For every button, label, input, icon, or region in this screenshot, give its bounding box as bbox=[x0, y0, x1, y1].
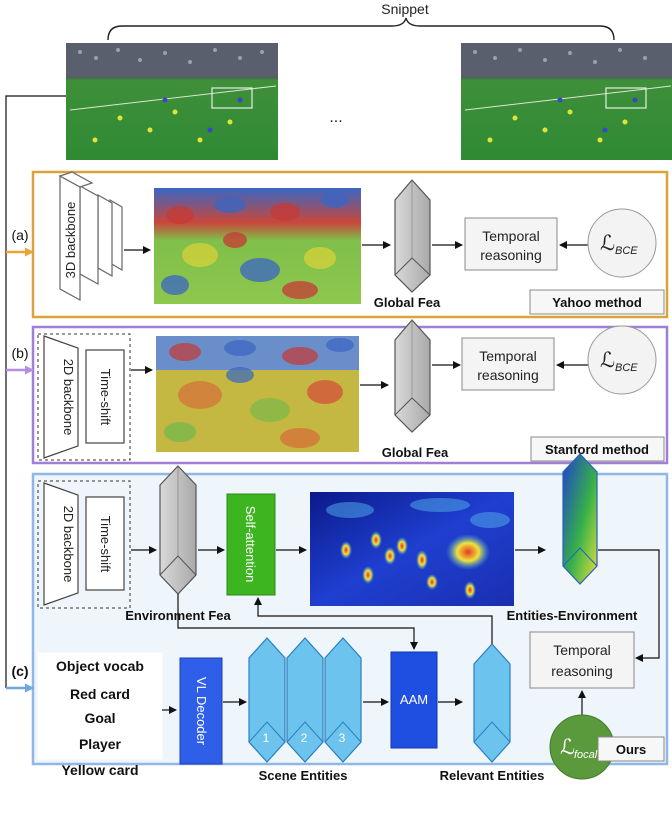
ours-self-attention-label: Self-attention bbox=[243, 506, 258, 583]
yahoo-loss-symbol: ℒ bbox=[600, 232, 615, 255]
stanford-tag: (b) bbox=[11, 345, 28, 361]
ours-vocab-item-player: Player bbox=[79, 736, 122, 752]
ours-backbone-label: 2D backbone bbox=[61, 506, 76, 583]
stanford-backbone-dashed bbox=[37, 333, 131, 461]
ours-time-shift-label: Time-shift bbox=[98, 516, 113, 573]
stanford-temporal-line2: reasoning bbox=[477, 367, 539, 383]
ours-environment-fea-prism bbox=[159, 465, 197, 595]
stanford-time-shift-box bbox=[85, 349, 125, 444]
yahoo-loss-circle bbox=[587, 208, 657, 278]
ours-scene-entity-2 bbox=[286, 637, 324, 763]
ours-method-badge bbox=[597, 736, 665, 762]
ours-scene-entity-1 bbox=[248, 637, 286, 763]
ours-arrow-env-aam bbox=[177, 594, 418, 650]
ours-vl-decoder-block bbox=[179, 657, 223, 765]
yahoo-global-fea-label: Global Fea bbox=[374, 295, 441, 310]
stanford-loss-circle bbox=[587, 325, 657, 395]
yahoo-heatmap bbox=[154, 188, 361, 304]
ours-scene-entity-3 bbox=[324, 637, 362, 763]
ours-vocab-item-goal: Goal bbox=[84, 710, 115, 726]
yahoo-3d-backbone bbox=[58, 171, 123, 302]
stanford-method-label: Stanford method bbox=[545, 442, 649, 457]
ours-aam-block bbox=[390, 651, 438, 749]
ours-arrow-entenv-temporal bbox=[598, 549, 660, 662]
yahoo-temporal-line1: Temporal bbox=[482, 228, 540, 244]
ours-temporal-line1: Temporal bbox=[553, 642, 611, 658]
yahoo-loss-subscript: BCE bbox=[615, 245, 638, 257]
ours-aam-label: AAM bbox=[400, 692, 428, 707]
ours-arrow-relevant-selfatt bbox=[254, 597, 493, 644]
stanford-2d-backbone-shape bbox=[43, 335, 79, 459]
ours-scene-entity-3-number: 3 bbox=[339, 731, 346, 745]
input-trunk-line bbox=[5, 95, 66, 688]
ours-temporal-line2: reasoning bbox=[551, 663, 613, 679]
ours-self-attention-block bbox=[226, 493, 276, 596]
stanford-global-fea-label: Global Fea bbox=[382, 445, 449, 460]
stanford-global-fea-prism bbox=[394, 319, 431, 433]
ours-tag: (c) bbox=[11, 663, 28, 679]
ours-time-shift-box bbox=[85, 496, 125, 591]
stanford-loss-symbol: ℒ bbox=[600, 349, 615, 372]
ours-temporal-box bbox=[529, 631, 635, 689]
ours-vl-decoder-label: VL Decoder bbox=[194, 677, 209, 746]
ours-scene-entity-2-number: 2 bbox=[301, 731, 308, 745]
ours-heatmap bbox=[310, 492, 514, 606]
yahoo-global-fea-prism bbox=[394, 179, 431, 293]
ours-loss-subscript: focal bbox=[574, 749, 598, 761]
snippet-brace bbox=[107, 17, 615, 41]
ours-loss-symbol: ℒ bbox=[560, 736, 575, 759]
snippet-label: Snippet bbox=[381, 1, 429, 17]
ours-entities-environment-prism bbox=[562, 453, 598, 585]
yahoo-temporal-box bbox=[464, 217, 558, 271]
yahoo-method-label: Yahoo method bbox=[552, 295, 642, 310]
ours-relevant-entities-label: Relevant Entities bbox=[440, 768, 545, 783]
ours-relevant-entities-prism bbox=[473, 643, 511, 763]
ours-entities-environment-label: Entities-Environment bbox=[507, 608, 638, 623]
stanford-time-shift-label: Time-shift bbox=[98, 369, 113, 426]
ours-method-label: Ours bbox=[616, 742, 646, 757]
yahoo-backbone-label: 3D backbone bbox=[63, 202, 78, 279]
ours-2d-backbone-shape bbox=[43, 482, 79, 606]
ours-scene-entities-label: Scene Entities bbox=[259, 768, 348, 783]
stanford-temporal-box bbox=[461, 337, 555, 391]
snippet-frame-first bbox=[66, 43, 278, 160]
stanford-backbone-label: 2D backbone bbox=[61, 359, 76, 436]
snippet-ellipsis: ... bbox=[329, 109, 342, 126]
ours-vocab-title: Object vocab bbox=[56, 658, 144, 674]
stanford-heatmap bbox=[156, 336, 359, 452]
yahoo-method-badge bbox=[529, 289, 665, 315]
stanford-method-badge bbox=[530, 436, 665, 462]
ours-vocab-item-red-card: Red card bbox=[70, 686, 130, 702]
ours-vocab-panel bbox=[37, 652, 163, 760]
stanford-loss-subscript: BCE bbox=[615, 362, 638, 374]
yahoo-temporal-line2: reasoning bbox=[480, 247, 542, 263]
snippet-frame-last bbox=[461, 43, 672, 160]
ours-scene-entity-1-number: 1 bbox=[263, 731, 270, 745]
yahoo-tag: (a) bbox=[11, 227, 28, 243]
ours-vocab-item-yellow-card: Yellow card bbox=[61, 762, 138, 778]
stanford-temporal-line1: Temporal bbox=[479, 348, 537, 364]
ours-backbone-dashed bbox=[37, 480, 131, 609]
